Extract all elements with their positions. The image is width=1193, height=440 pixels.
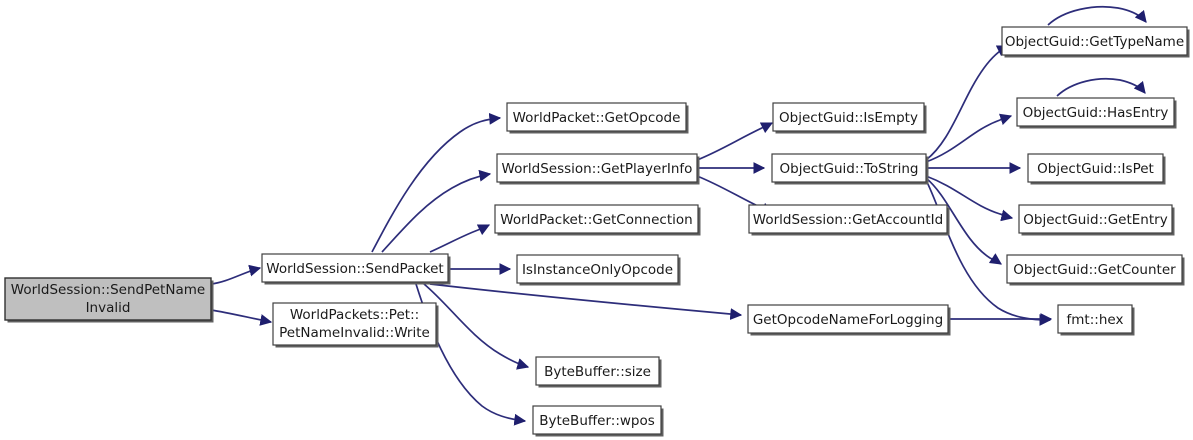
self-loop-gettypename [1047,5,1147,26]
node-box-getconnection[interactable] [494,204,699,234]
node-box-bbwpos[interactable] [532,405,662,435]
node-bbwpos[interactable]: ByteBuffer::wpos [532,405,664,437]
node-opcodename[interactable]: GetOpcodeNameForLogging [747,304,951,336]
edge-sendpacket-to-getopcode [371,112,502,253]
node-box-sendpacket[interactable] [261,253,449,283]
edge-root-to-petwrite [210,309,273,326]
edge-tostring-to-getcounter [925,177,1002,265]
edge-sendpacket-to-bbsize [423,283,530,370]
node-box-root[interactable] [4,277,212,321]
node-box-getplayerinfo[interactable] [496,153,698,183]
node-petwrite[interactable]: WorldPackets::Pet::PetNameInvalid::Write [272,302,439,348]
node-tostring[interactable]: ObjectGuid::ToString [771,153,929,185]
edge-sendpacket-to-opcodename [429,283,743,320]
node-getconnection[interactable]: WorldPacket::GetConnection [494,204,701,236]
node-box-gettypename[interactable] [1001,26,1188,56]
node-getaccountid[interactable]: WorldSession::GetAccountId [748,204,950,236]
node-box-fmthex[interactable] [1057,304,1133,334]
edge-tostring-to-getentry [925,175,1014,222]
edge-tostring-to-hasentry [925,113,1013,163]
node-ispet[interactable]: ObjectGuid::IsPet [1027,153,1166,185]
node-bbsize[interactable]: ByteBuffer::size [535,356,662,388]
node-fmthex[interactable]: fmt::hex [1057,304,1135,336]
self-loop-hasentry [1056,77,1146,97]
edges-layer [210,45,1053,426]
edge-getplayerinfo-to-isempty [696,122,774,161]
node-isinstance[interactable]: IsInstanceOnlyOpcode [516,254,681,286]
node-getentry[interactable]: ObjectGuid::GetEntry [1018,204,1175,236]
node-box-bbsize[interactable] [535,356,660,386]
node-getcounter[interactable]: ObjectGuid::GetCounter [1006,254,1185,286]
edge-sendpacket-to-getconnection [429,224,491,253]
edge-root-to-sendpacket [210,264,262,285]
edge-tostring-to-gettypename [925,45,1010,161]
node-sendpacket[interactable]: WorldSession::SendPacket [261,253,451,285]
node-hasentry[interactable]: ObjectGuid::HasEntry [1016,97,1177,129]
edge-sendpacket-to-getplayerinfo [381,169,492,253]
node-box-isinstance[interactable] [516,254,679,284]
node-getopcode[interactable]: WorldPacket::GetOpcode [506,102,689,134]
node-isempty[interactable]: ObjectGuid::IsEmpty [772,102,927,134]
self-loops-layer [1047,5,1147,97]
node-gettypename[interactable]: ObjectGuid::GetTypeName [1001,26,1190,58]
node-box-hasentry[interactable] [1016,97,1175,127]
node-box-getentry[interactable] [1018,204,1173,234]
node-box-getaccountid[interactable] [748,204,948,234]
node-box-isempty[interactable] [772,102,925,132]
node-box-tostring[interactable] [771,153,927,183]
node-box-opcodename[interactable] [747,304,949,334]
node-box-getcounter[interactable] [1006,254,1183,284]
node-getplayerinfo[interactable]: WorldSession::GetPlayerInfo [496,153,700,185]
node-box-getopcode[interactable] [506,102,687,132]
node-box-petwrite[interactable] [272,302,437,346]
node-box-ispet[interactable] [1027,153,1164,183]
